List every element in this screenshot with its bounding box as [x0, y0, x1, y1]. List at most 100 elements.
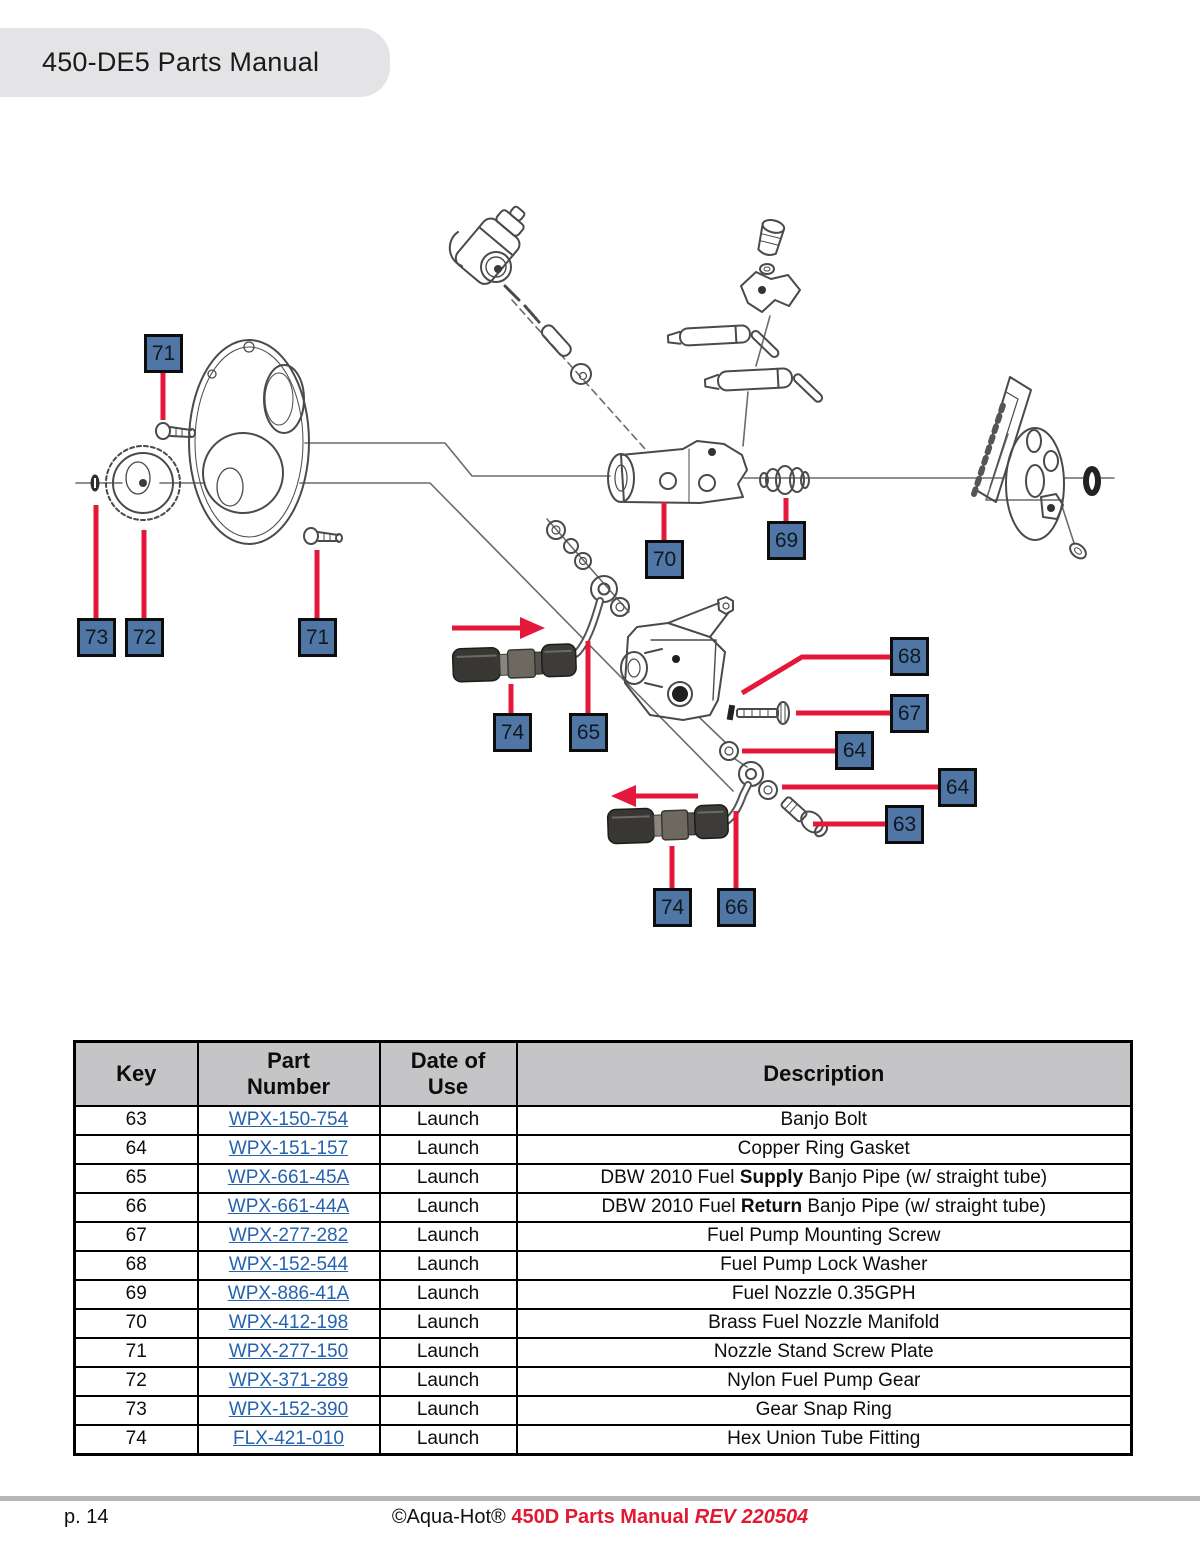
- callout-67: 67: [890, 694, 929, 733]
- description-cell: Fuel Pump Lock Washer: [515, 1250, 1133, 1281]
- part-electrode-upper: [666, 324, 751, 347]
- table-row: 74 FLX-421-010 Launch Hex Union Tube Fit…: [73, 1424, 1133, 1456]
- key-cell: 67: [73, 1221, 199, 1252]
- part-number-cell: WPX-277-282: [196, 1221, 381, 1252]
- page-number: p. 14: [64, 1506, 109, 1528]
- manual-title-text: 450D Parts Manual: [511, 1506, 695, 1528]
- callout-71-lower: 71: [298, 618, 337, 657]
- part-small-screw-right: [1069, 542, 1087, 560]
- part-number-cell: WPX-886-41A: [196, 1279, 381, 1310]
- title-banner: 450-DE5 Parts Manual: [0, 28, 390, 97]
- part-solenoid-valve: [448, 205, 526, 285]
- part-hex-union-fitting-supply: [451, 643, 577, 683]
- part-number-cell: WPX-412-198: [196, 1308, 381, 1339]
- date-cell: Launch: [378, 1279, 518, 1310]
- description-cell: DBW 2010 Fuel Supply Banjo Pipe (w/ stra…: [515, 1163, 1133, 1194]
- callout-71-upper: 71: [144, 334, 183, 373]
- table-row: 69 WPX-886-41A Launch Fuel Nozzle 0.35GP…: [73, 1279, 1133, 1310]
- part-supply-washer-chain: [546, 520, 630, 617]
- callout-66: 66: [717, 888, 756, 927]
- part-number-link[interactable]: WPX-661-45A: [227, 1167, 350, 1189]
- part-right-plate: [1005, 427, 1065, 541]
- key-cell: 68: [73, 1250, 199, 1281]
- description-cell: Fuel Nozzle 0.35GPH: [515, 1279, 1133, 1310]
- footer-copyright-line: ©Aqua-Hot® 450D Parts Manual REV 220504: [0, 1506, 1200, 1529]
- key-cell: 65: [73, 1163, 199, 1194]
- part-number-cell: WPX-151-157: [196, 1134, 381, 1165]
- date-cell: Launch: [378, 1424, 518, 1456]
- part-nozzle-manifold: [607, 440, 748, 504]
- key-cell: 71: [73, 1337, 199, 1368]
- part-number-cell: WPX-150-754: [196, 1105, 381, 1136]
- col-header-key: Key: [73, 1040, 199, 1107]
- page-title: 450-DE5 Parts Manual: [42, 47, 320, 77]
- description-cell: Banjo Bolt: [515, 1105, 1133, 1136]
- part-number-cell: WPX-371-289: [196, 1366, 381, 1397]
- part-electrode-lower: [703, 367, 794, 392]
- table-row: 73 WPX-152-390 Launch Gear Snap Ring: [73, 1395, 1133, 1426]
- part-number-link[interactable]: WPX-277-150: [228, 1341, 349, 1363]
- key-cell: 73: [73, 1395, 199, 1426]
- table-row: 67 WPX-277-282 Launch Fuel Pump Mounting…: [73, 1221, 1133, 1252]
- date-cell: Launch: [378, 1366, 518, 1397]
- callout-65: 65: [569, 713, 608, 752]
- callout-63: 63: [885, 805, 924, 844]
- part-number-cell: WPX-661-45A: [196, 1163, 381, 1194]
- col-header-description: Description: [515, 1040, 1133, 1107]
- part-number-link[interactable]: WPX-371-289: [228, 1370, 349, 1392]
- part-number-cell: WPX-152-544: [196, 1250, 381, 1281]
- part-number-link[interactable]: WPX-152-390: [228, 1399, 349, 1421]
- callout-leader-lines: [93, 373, 938, 888]
- part-number-link[interactable]: WPX-412-198: [228, 1312, 349, 1334]
- part-number-link[interactable]: WPX-152-544: [228, 1254, 349, 1276]
- key-cell: 66: [73, 1192, 199, 1223]
- exploded-diagram-drawing: [75, 205, 1115, 888]
- callout-64-right: 64: [938, 768, 977, 807]
- callout-64-left: 64: [835, 731, 874, 770]
- callout-69: 69: [767, 521, 806, 560]
- key-cell: 70: [73, 1308, 199, 1339]
- description-cell: Nozzle Stand Screw Plate: [515, 1337, 1133, 1368]
- table-row: 63 WPX-150-754 Launch Banjo Bolt: [73, 1105, 1133, 1136]
- part-number-link[interactable]: WPX-886-41A: [227, 1283, 350, 1305]
- table-row: 71 WPX-277-150 Launch Nozzle Stand Screw…: [73, 1337, 1133, 1368]
- part-number-link[interactable]: WPX-150-754: [228, 1109, 349, 1131]
- date-cell: Launch: [378, 1337, 518, 1368]
- part-bolt-and-bracket: [740, 219, 801, 313]
- connector-lines: [75, 299, 1115, 792]
- footer: p. 14 ©Aqua-Hot® 450D Parts Manual REV 2…: [0, 1506, 1200, 1536]
- table-row: 72 WPX-371-289 Launch Nylon Fuel Pump Ge…: [73, 1366, 1133, 1397]
- part-number-link[interactable]: FLX-421-010: [233, 1428, 344, 1450]
- part-lock-washer-and-screw: [726, 701, 790, 725]
- part-number-cell: FLX-421-010: [196, 1424, 381, 1456]
- flow-arrowheads: [520, 617, 636, 807]
- date-cell: Launch: [378, 1221, 518, 1252]
- date-cell: Launch: [378, 1163, 518, 1194]
- part-number-cell: WPX-152-390: [196, 1395, 381, 1426]
- key-cell: 72: [73, 1366, 199, 1397]
- callout-74-return: 74: [653, 888, 692, 927]
- part-number-link[interactable]: WPX-151-157: [228, 1138, 349, 1160]
- table-row: 64 WPX-151-157 Launch Copper Ring Gasket: [73, 1134, 1133, 1165]
- table-row: 66 WPX-661-44A Launch DBW 2010 Fuel Retu…: [73, 1192, 1133, 1223]
- date-cell: Launch: [378, 1308, 518, 1339]
- part-fuel-pump-block: [620, 596, 734, 721]
- part-stand-screw-upper: [155, 422, 196, 440]
- table-row: 68 WPX-152-544 Launch Fuel Pump Lock Was…: [73, 1250, 1133, 1281]
- callout-70: 70: [645, 540, 684, 579]
- date-cell: Launch: [378, 1192, 518, 1223]
- part-number-link[interactable]: WPX-277-282: [228, 1225, 349, 1247]
- part-number-cell: WPX-661-44A: [196, 1192, 381, 1223]
- table-row: 70 WPX-412-198 Launch Brass Fuel Nozzle …: [73, 1308, 1133, 1339]
- key-cell: 69: [73, 1279, 199, 1310]
- part-number-cell: WPX-277-150: [196, 1337, 381, 1368]
- description-cell: DBW 2010 Fuel Return Banjo Pipe (w/ stra…: [515, 1192, 1133, 1223]
- part-number-link[interactable]: WPX-661-44A: [227, 1196, 350, 1218]
- copyright-text: ©Aqua-Hot®: [391, 1506, 512, 1528]
- key-cell: 74: [73, 1424, 199, 1456]
- revision-text: REV 220504: [694, 1506, 809, 1528]
- callout-68: 68: [890, 637, 929, 676]
